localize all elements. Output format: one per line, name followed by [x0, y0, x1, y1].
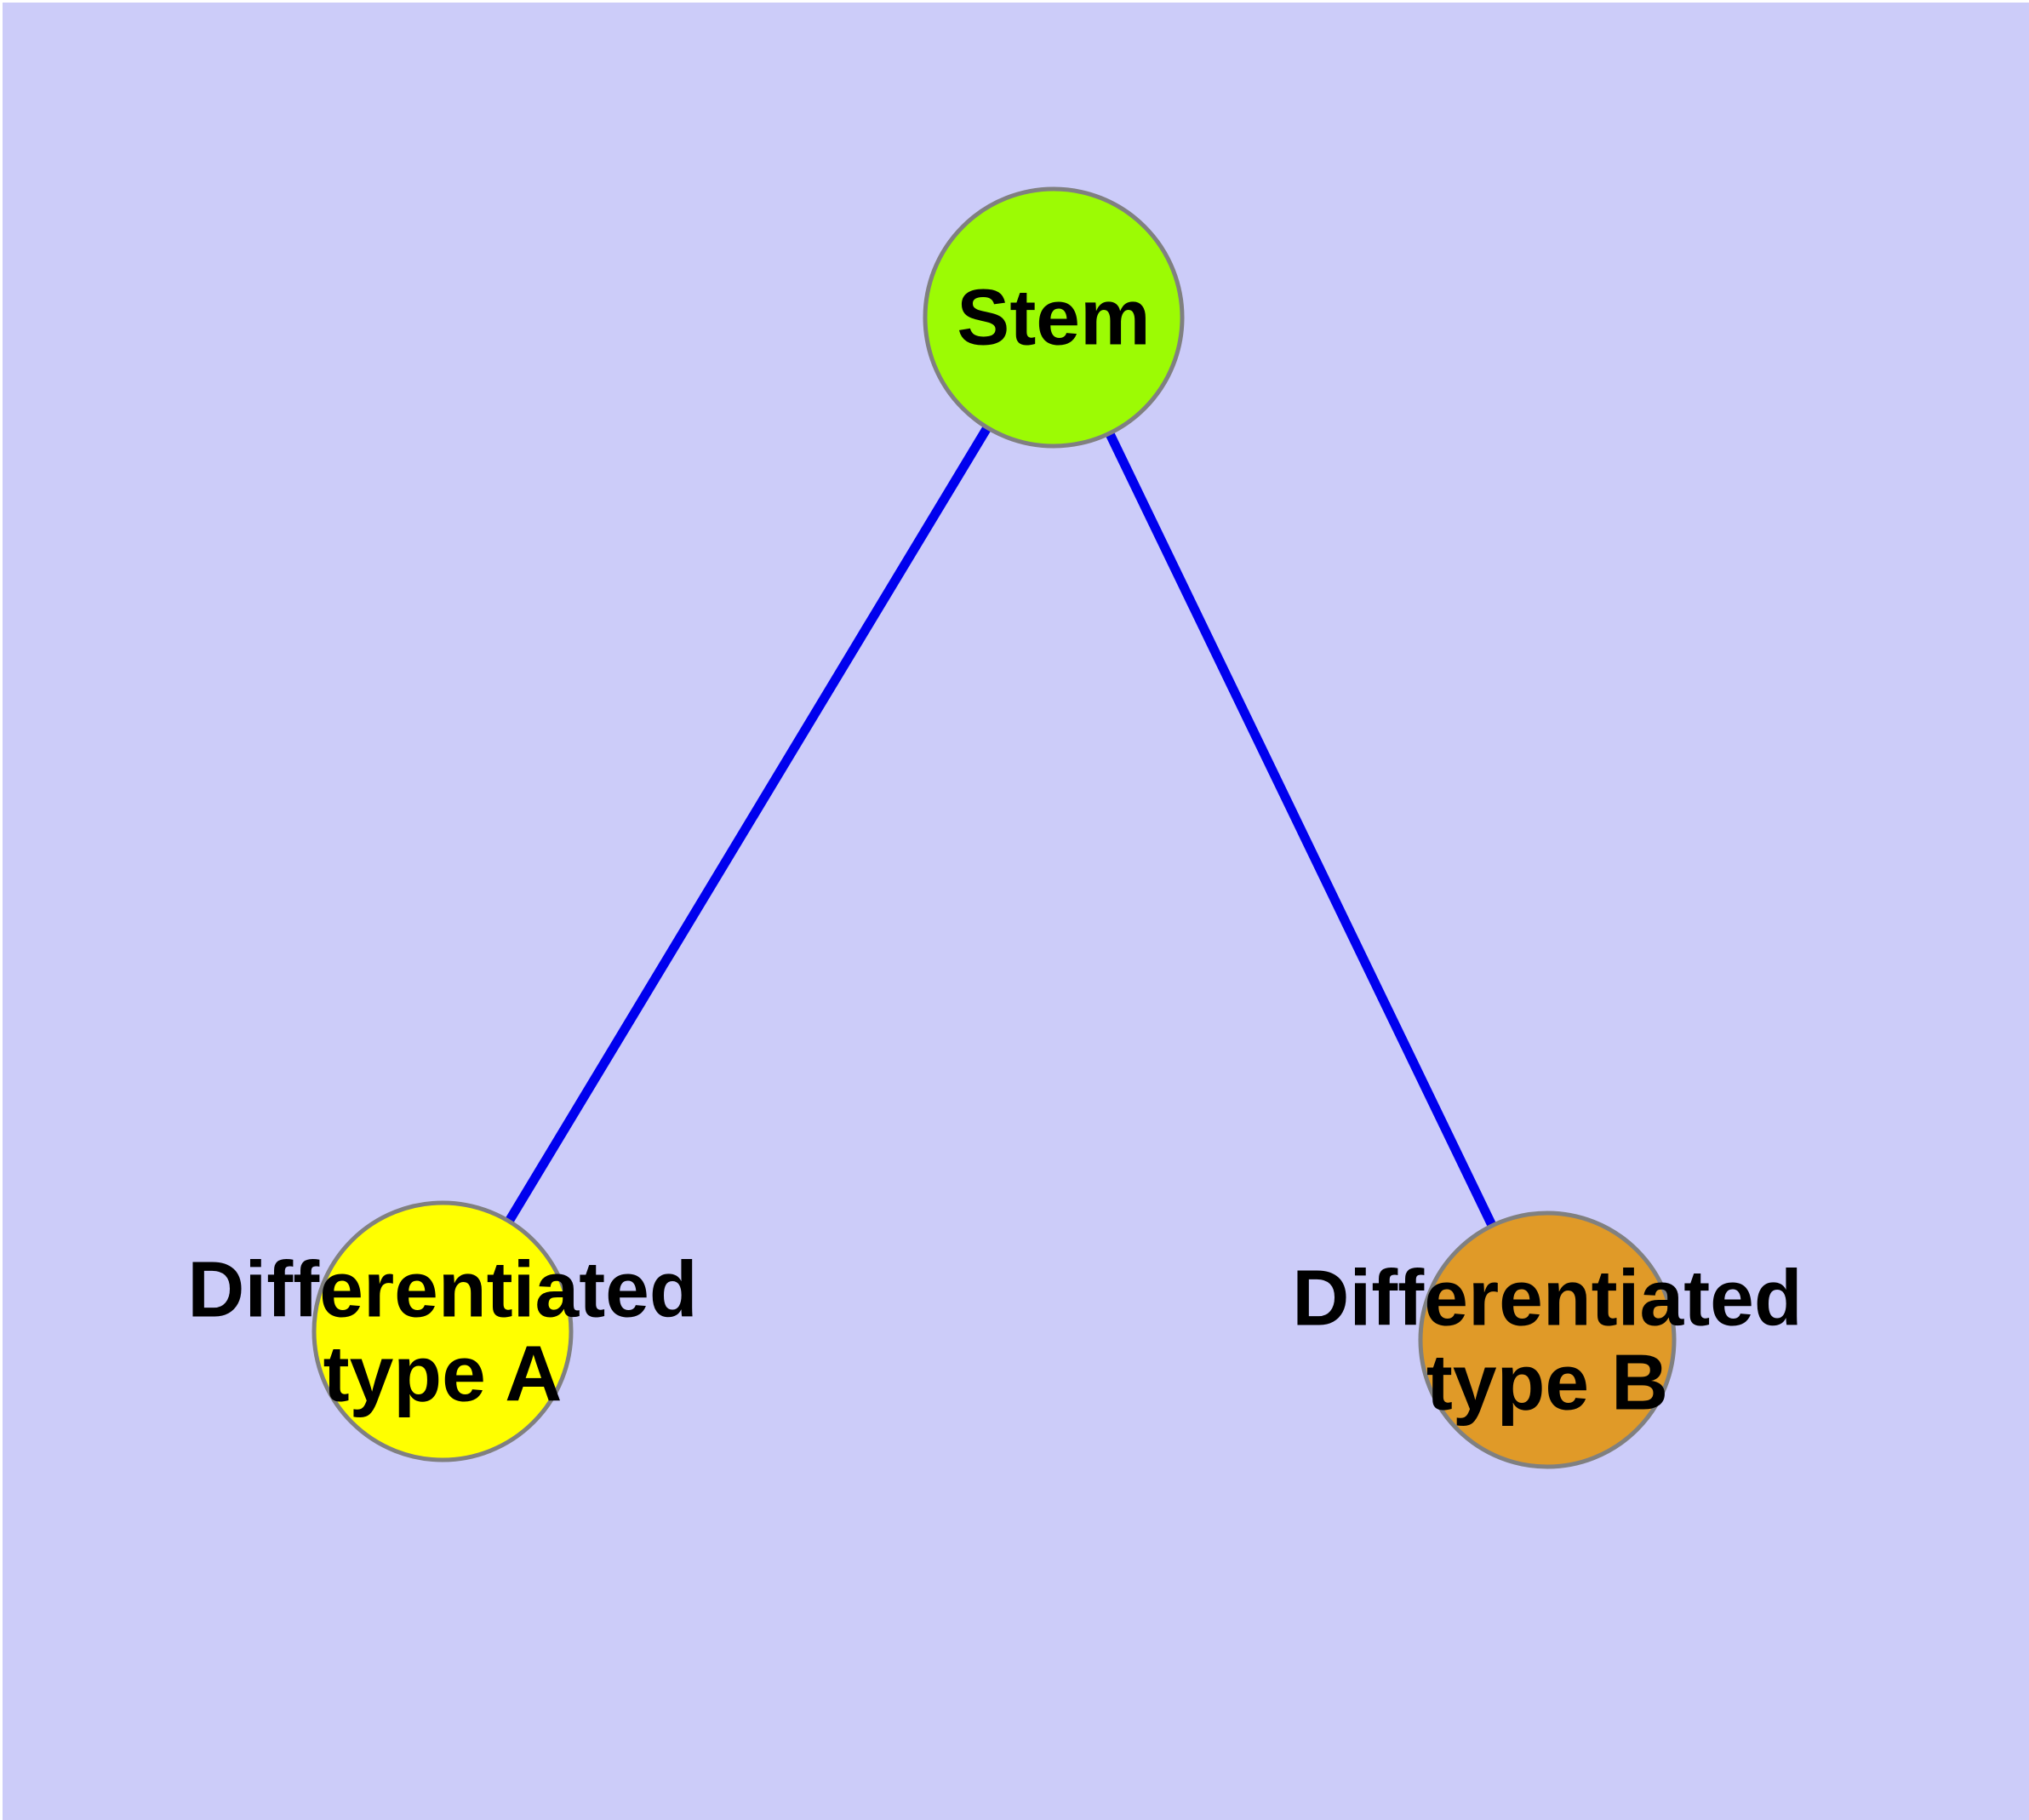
graph-edge-stem-diff_a — [438, 315, 1058, 1334]
nodes-layer — [311, 186, 1677, 1469]
graph-node-diff_a[interactable] — [311, 1200, 574, 1462]
graph-node-diff_b[interactable] — [1418, 1210, 1677, 1469]
edges-layer — [438, 315, 1552, 1342]
graph-edge-stem-diff_b — [1049, 315, 1552, 1342]
graph-node-stem[interactable] — [923, 186, 1185, 449]
